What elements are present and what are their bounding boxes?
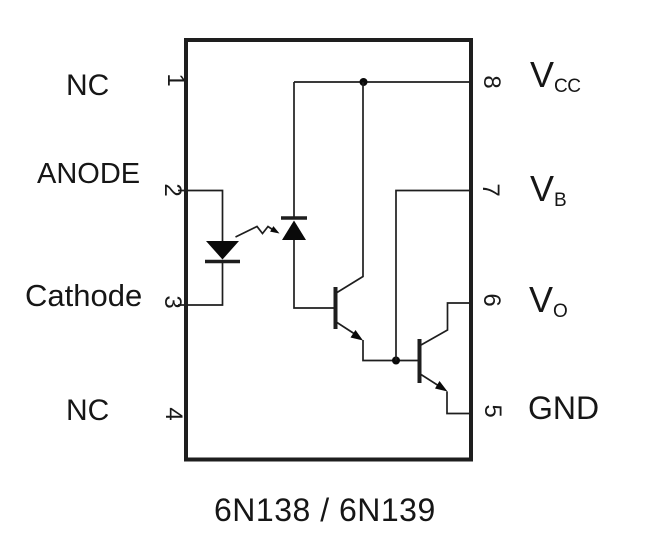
q2-emitter-down-wire (446, 391, 471, 415)
light-arrow-zigzag (235, 225, 273, 238)
pin-number-5: 5 (479, 404, 506, 418)
pin-label-vo: VO (529, 279, 568, 322)
anode-wire (178, 189, 224, 241)
q1-emitter-arrowhead-icon (350, 330, 363, 341)
vo-subscript: O (553, 301, 568, 322)
vcc-subscript: CC (554, 76, 581, 97)
pin-number-3: 3 (159, 295, 186, 309)
q1-collector-wire (336, 82, 364, 294)
photodiode-triangle (282, 220, 306, 240)
vb-wire (395, 189, 471, 361)
q2-emitter-wire (420, 373, 440, 387)
pin-label-nc-1: NC (66, 69, 110, 102)
pin-label-cathode: Cathode (25, 278, 143, 313)
pin-label-gnd: GND (528, 390, 600, 426)
pin-number-4: 4 (160, 407, 187, 421)
pin-number-7: 7 (477, 183, 504, 197)
pin-label-vcc: VCC (530, 54, 581, 97)
photodiode-anode-wire (293, 240, 334, 309)
pin-label-nc-4: NC (66, 394, 110, 427)
vb-main: V (530, 168, 555, 209)
pin-label-anode: ANODE (37, 158, 141, 190)
light-arrow-head-icon (270, 226, 280, 234)
cathode-wire (178, 263, 224, 306)
diagram-title: 6N138 / 6N139 (214, 492, 436, 528)
pin-number-1: 1 (162, 73, 189, 87)
q2-emitter-arrowhead-icon (435, 381, 448, 392)
pin-number-8: 8 (478, 75, 505, 89)
vb-subscript: B (554, 190, 567, 211)
package-outline (184, 38, 473, 462)
pin-label-vb: VB (530, 168, 567, 211)
vcc-main: V (530, 54, 555, 95)
led-triangle (206, 241, 239, 260)
pin-number-2: 2 (159, 183, 186, 197)
q1-emitter-down-wire (362, 340, 418, 362)
vo-main: V (529, 279, 554, 320)
q1-emitter-wire (336, 321, 356, 336)
pin-number-6: 6 (478, 293, 505, 307)
q2-collector-wire (420, 302, 471, 346)
